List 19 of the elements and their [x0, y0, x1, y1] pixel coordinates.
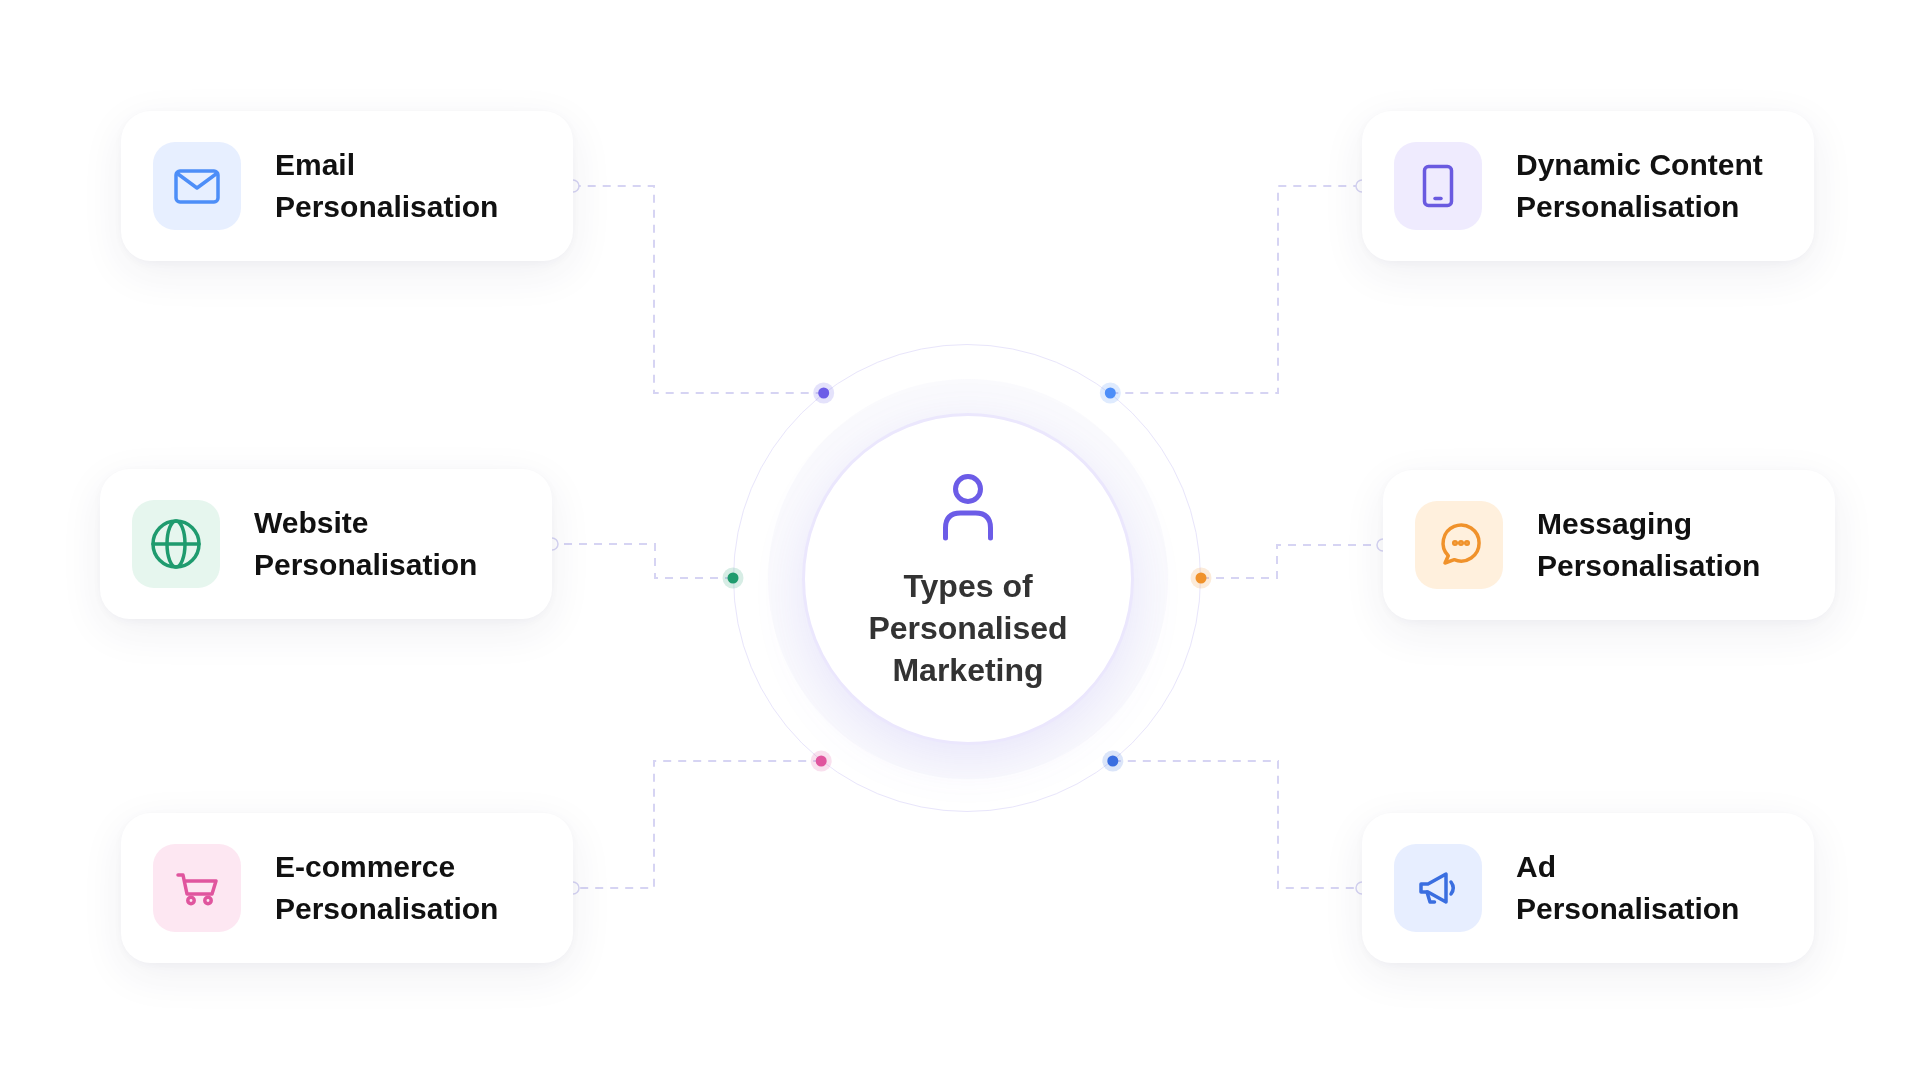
connector-line: [572, 750, 832, 895]
connector-line: [551, 537, 744, 589]
connector-line: [572, 179, 835, 404]
card-title: Website Personalisation: [254, 505, 479, 583]
category-card: [1362, 111, 1814, 261]
connector-line: [1190, 538, 1384, 589]
category-card: [121, 813, 573, 963]
card-title: E-commerce Personalisation: [275, 849, 500, 927]
category-card: [100, 469, 552, 619]
category-card: [1362, 813, 1814, 963]
card-title: Email Personalisation: [275, 147, 500, 225]
connector-line: [1102, 750, 1363, 895]
connector-line: [1099, 179, 1363, 404]
card-title: Messaging Personalisation: [1537, 506, 1762, 584]
category-card: [1383, 470, 1835, 620]
hub-title: Types of Personalised Marketing: [867, 567, 1069, 690]
card-title: Dynamic Content Personalisation: [1516, 147, 1764, 225]
category-card: [121, 111, 573, 261]
card-title: Ad Personalisation: [1516, 849, 1741, 927]
